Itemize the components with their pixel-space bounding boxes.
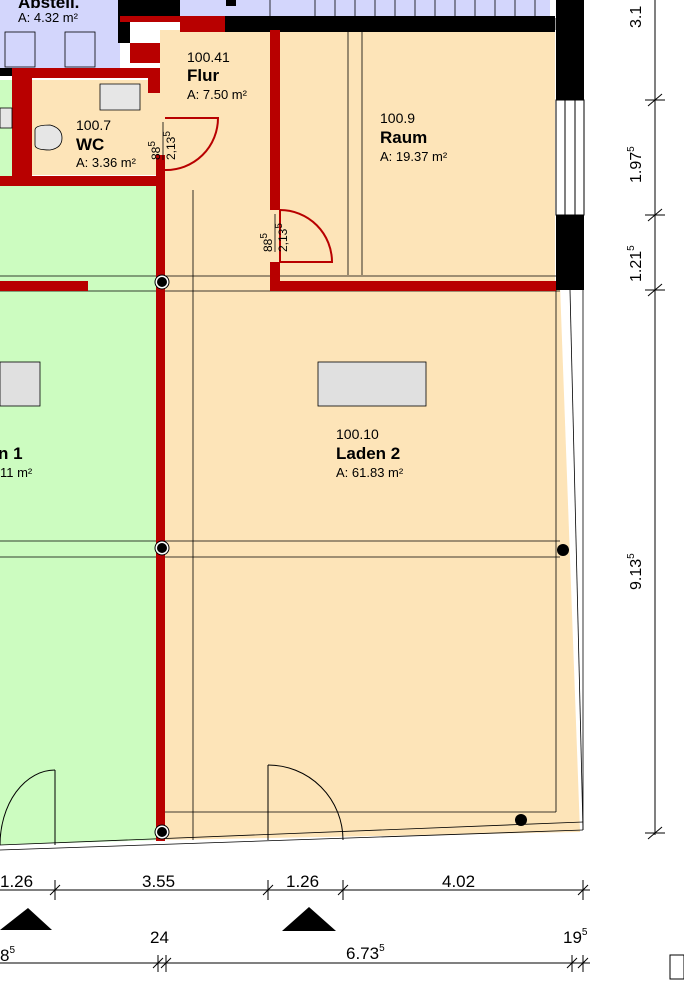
flur-fill (160, 30, 275, 285)
dim-row2-2: 24 (150, 928, 169, 947)
laden1-fill (0, 180, 160, 845)
raum-door-label: 885 2,135 (259, 214, 290, 252)
dim-v1: 3.1 (628, 6, 645, 28)
laden1-area: 11 m² (0, 465, 33, 480)
fixtures (0, 31, 427, 407)
dim-row2-3: 6.735 (346, 943, 385, 963)
svg-text:1.975: 1.975 (626, 146, 645, 183)
flur-name: Flur (187, 66, 219, 85)
raum-name: Raum (380, 128, 427, 147)
flur-area: A: 7.50 m² (187, 87, 248, 102)
dim-row1-3: 1.26 (286, 872, 319, 891)
laden1-name: n 1 (0, 444, 23, 463)
wc-area: A: 3.36 m² (76, 155, 137, 170)
wc-number: 100.7 (76, 117, 111, 133)
svg-text:1.215: 1.215 (626, 245, 645, 282)
entrance-markers (0, 907, 336, 931)
dim-row1-1: 1.26 (0, 872, 33, 891)
svg-text:2,135: 2,135 (162, 131, 178, 160)
dim-row2-4: 195 (563, 927, 588, 947)
window (555, 99, 585, 216)
svg-text:9.135: 9.135 (626, 553, 645, 590)
raum-number: 100.9 (380, 110, 415, 126)
raum-fill (275, 30, 555, 285)
abstell-fill (0, 0, 120, 68)
dim-v3: 1.215 (626, 245, 645, 282)
abstell-area: A: 4.32 m² (18, 10, 79, 25)
svg-text:3.1: 3.1 (628, 6, 645, 28)
abstell-name: Abstell. (18, 0, 79, 12)
flur-number: 100.41 (187, 49, 230, 65)
laden2-area: A: 61.83 m² (336, 465, 404, 480)
dim-v2: 1.975 (626, 146, 645, 183)
dim-row1-2: 3.55 (142, 872, 175, 891)
dim-v4: 9.135 (626, 553, 645, 590)
dim-row1-4: 4.02 (442, 872, 475, 891)
dimension-lines (0, 0, 684, 980)
laden2-fill (165, 285, 580, 840)
entry-doors (0, 764, 344, 846)
dim-row2-1: 85 (0, 945, 15, 965)
raum-area: A: 19.37 m² (380, 149, 448, 164)
doors (164, 117, 334, 263)
interior-walls (0, 16, 556, 841)
svg-text:885: 885 (259, 233, 275, 252)
wc-door-label: 885 2,135 (147, 122, 178, 160)
columns (154, 274, 569, 840)
svg-text:885: 885 (147, 141, 163, 160)
svg-text:2,135: 2,135 (274, 223, 290, 252)
wc-name: WC (76, 135, 104, 154)
laden2-name: Laden 2 (336, 444, 400, 463)
laden2-number: 100.10 (336, 426, 379, 442)
